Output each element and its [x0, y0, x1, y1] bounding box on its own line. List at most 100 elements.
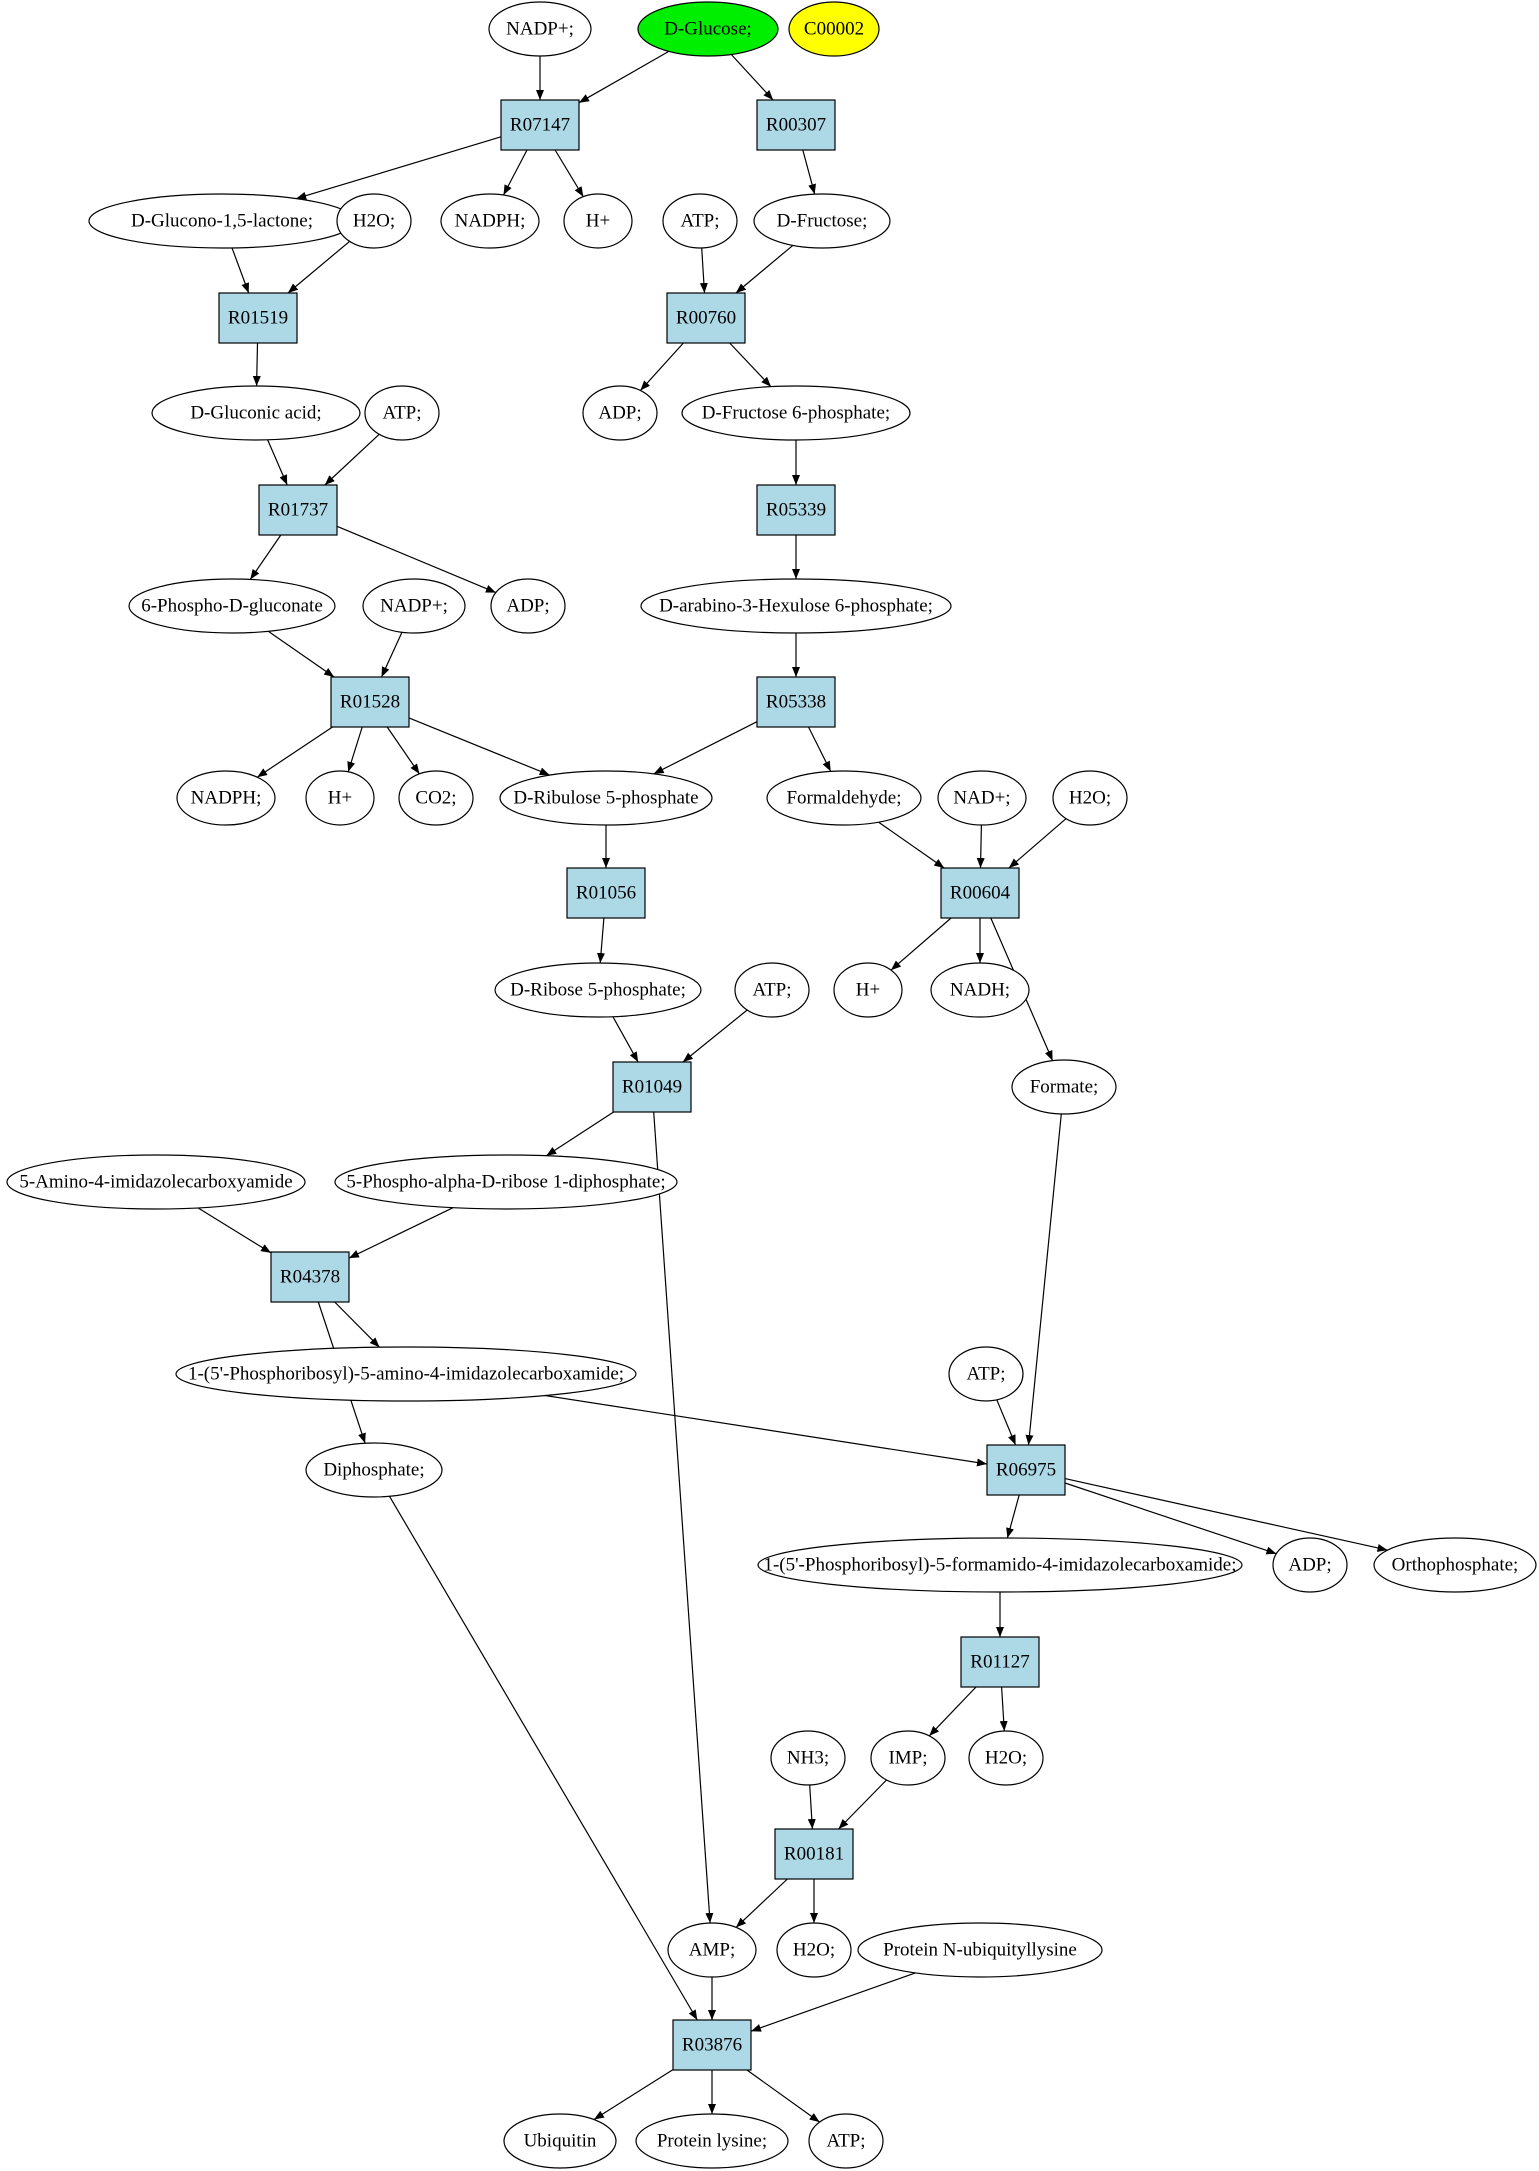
compound-node-n_f6p[interactable]: D-Fructose 6-phosphate; [681, 385, 911, 441]
reaction-node-r_R04378[interactable]: R04378 [270, 1251, 350, 1303]
edge-r_R01056-to-n_ribose5p [597, 917, 606, 964]
compound-node-n_nad[interactable]: NAD+; [937, 770, 1027, 826]
compound-node-n_hexulose[interactable]: D-arabino-3-Hexulose 6-phosphate; [640, 578, 952, 634]
compound-node-n_hplus_2[interactable]: H+ [305, 770, 375, 826]
node-label: NADP+; [506, 19, 574, 40]
compound-node-n_6pg[interactable]: 6-Phospho-D-gluconate [128, 578, 336, 634]
compound-node-n_adp_3[interactable]: ADP; [1272, 1537, 1348, 1593]
reaction-node-r_R07147[interactable]: R07147 [500, 99, 580, 151]
compound-node-n_co2[interactable]: CO2; [398, 770, 474, 826]
compound-node-n_glucose[interactable]: D-Glucose; [637, 1, 779, 57]
node-label: NADPH; [191, 788, 262, 809]
reaction-node-r_R01127[interactable]: R01127 [960, 1636, 1040, 1688]
edge-n_nad-to-r_R00604 [976, 824, 985, 869]
compound-ellipse [488, 1, 592, 57]
compound-node-n_nadph_1[interactable]: NADPH; [440, 193, 540, 249]
compound-node-n_h2o_1[interactable]: H2O; [336, 193, 412, 249]
compound-node-n_c00002[interactable]: C00002 [788, 1, 880, 57]
reaction-node-r_R03876[interactable]: R03876 [672, 2019, 752, 2071]
reaction-node-r_R01049[interactable]: R01049 [612, 1061, 692, 1113]
compound-ellipse [499, 770, 713, 826]
compound-node-n_protein_ub[interactable]: Protein N-ubiquityllysine [857, 1922, 1103, 1978]
compound-node-n_h2o_4[interactable]: H2O; [776, 1922, 852, 1978]
reaction-node-r_R00604[interactable]: R00604 [940, 867, 1020, 919]
compound-node-n_formate[interactable]: Formate; [1011, 1059, 1117, 1115]
node-label: D-Ribulose 5-phosphate [513, 788, 698, 809]
compound-node-n_amp[interactable]: AMP; [667, 1922, 757, 1978]
edge-n_atp_2-to-r_R01737 [324, 433, 380, 486]
compound-node-n_atp_2[interactable]: ATP; [364, 385, 440, 441]
reaction-box [672, 2019, 752, 2071]
edge-r_R01127-to-n_imp [928, 1686, 977, 1737]
compound-node-n_ubiquitin[interactable]: Ubiquitin [503, 2113, 617, 2169]
reaction-node-r_R05338[interactable]: R05338 [756, 676, 836, 728]
node-label: ADP; [506, 596, 549, 617]
compound-node-n_atp_5[interactable]: ATP; [808, 2113, 884, 2169]
compound-node-n_aica[interactable]: 5-Amino-4-imidazolecarboxyamide [6, 1154, 306, 1210]
reaction-node-r_R00307[interactable]: R00307 [756, 99, 836, 151]
edge-r_R00181-to-n_amp [735, 1878, 788, 1928]
compound-node-n_glucono[interactable]: D-Glucono-1,5-lactone; [88, 193, 356, 249]
compound-node-n_prpp[interactable]: 5-Phospho-alpha-D-ribose 1-diphosphate; [334, 1154, 678, 1210]
compound-node-n_h2o_3[interactable]: H2O; [968, 1730, 1044, 1786]
compound-node-n_adp_2[interactable]: ADP; [490, 578, 566, 634]
compound-node-n_diphosphate[interactable]: Diphosphate; [305, 1442, 443, 1498]
compound-ellipse [440, 193, 540, 249]
compound-node-n_nadp_top[interactable]: NADP+; [488, 1, 592, 57]
node-label: NADP+; [380, 596, 448, 617]
compound-ellipse [757, 1537, 1243, 1593]
compound-node-n_orthophosphate[interactable]: Orthophosphate; [1373, 1537, 1537, 1593]
compound-node-n_fructose[interactable]: D-Fructose; [753, 193, 891, 249]
compound-node-n_nh3[interactable]: NH3; [770, 1730, 846, 1786]
compound-node-n_nadp_2[interactable]: NADP+; [362, 578, 466, 634]
edge-r_R01528-to-n_hplus_2 [347, 726, 363, 772]
node-label: D-Gluconic acid; [190, 403, 321, 424]
compound-node-n_hplus_3[interactable]: H+ [833, 962, 903, 1018]
compound-node-n_faicar[interactable]: 1-(5'-Phosphoribosyl)-5-formamido-4-imid… [757, 1537, 1243, 1593]
compound-ellipse [1373, 1537, 1537, 1593]
node-label: R05338 [766, 692, 826, 713]
compound-node-n_ribose5p[interactable]: D-Ribose 5-phosphate; [494, 962, 702, 1018]
compound-ellipse [503, 2113, 617, 2169]
reaction-node-r_R00181[interactable]: R00181 [774, 1828, 854, 1880]
reaction-node-r_R01056[interactable]: R01056 [566, 867, 646, 919]
compound-node-n_imp[interactable]: IMP; [870, 1730, 946, 1786]
compound-node-n_nadh[interactable]: NADH; [930, 962, 1030, 1018]
compound-ellipse [398, 770, 474, 826]
edge-n_imp-to-r_R00181 [838, 1779, 887, 1830]
compound-ellipse [770, 1730, 846, 1786]
node-label: ATP; [752, 980, 791, 1001]
edge-r_R04378-to-n_aicar [334, 1301, 380, 1348]
compound-ellipse [833, 962, 903, 1018]
compound-node-n_protein_lys[interactable]: Protein lysine; [635, 2113, 789, 2169]
reaction-node-r_R06975[interactable]: R06975 [986, 1444, 1066, 1496]
compound-node-n_atp_1[interactable]: ATP; [662, 193, 738, 249]
compound-node-n_gluconic[interactable]: D-Gluconic acid; [151, 385, 361, 441]
reaction-node-r_R01519[interactable]: R01519 [218, 292, 298, 344]
compound-ellipse [808, 2113, 884, 2169]
compound-node-n_adp_1[interactable]: ADP; [582, 385, 658, 441]
edge-n_fructose-to-r_R00760 [735, 244, 794, 294]
node-label: Formaldehyde; [786, 788, 901, 809]
reaction-node-r_R01737[interactable]: R01737 [258, 484, 338, 536]
edge-r_R03876-to-n_atp_5 [746, 2069, 820, 2123]
compound-node-n_aicar[interactable]: 1-(5'-Phosphoribosyl)-5-amino-4-imidazol… [175, 1346, 637, 1402]
reaction-node-r_R01528[interactable]: R01528 [330, 676, 410, 728]
reaction-box [330, 676, 410, 728]
edge-r_R06975-to-n_adp_3 [1064, 1482, 1277, 1555]
compound-node-n_formaldehyde[interactable]: Formaldehyde; [766, 770, 922, 826]
compound-ellipse [6, 1154, 306, 1210]
compound-node-n_h2o_2[interactable]: H2O; [1052, 770, 1128, 826]
reaction-box [960, 1636, 1040, 1688]
reaction-node-r_R05339[interactable]: R05339 [756, 484, 836, 536]
compound-node-n_hplus_1[interactable]: H+ [563, 193, 633, 249]
reaction-node-r_R00760[interactable]: R00760 [666, 292, 746, 344]
compound-node-n_atp_3[interactable]: ATP; [734, 962, 810, 1018]
compound-node-n_nadph_2[interactable]: NADPH; [176, 770, 276, 826]
node-label: R01049 [622, 1077, 682, 1098]
compound-node-n_atp_4[interactable]: ATP; [948, 1346, 1024, 1402]
compound-ellipse [766, 770, 922, 826]
node-label: R04378 [280, 1267, 340, 1288]
compound-ellipse [151, 385, 361, 441]
compound-node-n_ribulose[interactable]: D-Ribulose 5-phosphate [499, 770, 713, 826]
